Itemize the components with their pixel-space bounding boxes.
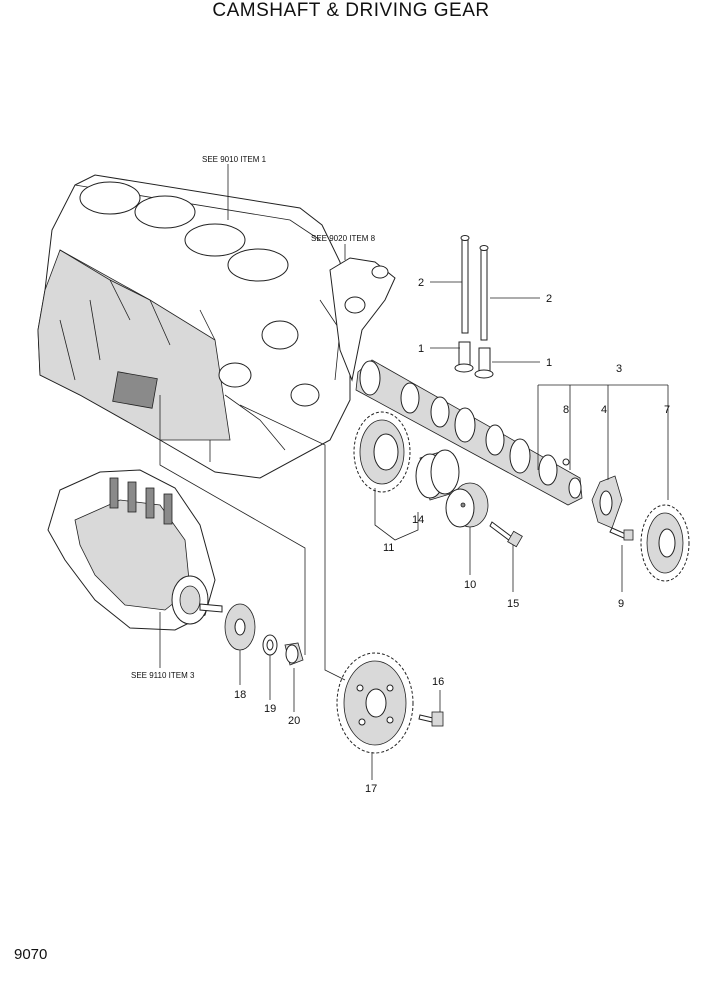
camshaft[interactable] bbox=[355, 359, 583, 506]
drive-flange[interactable] bbox=[224, 603, 256, 651]
callout-9-bolt[interactable]: 9 bbox=[618, 598, 624, 610]
nut[interactable] bbox=[284, 642, 304, 666]
callout-1-tappet-left[interactable]: 1 bbox=[418, 343, 424, 355]
idle-gear-shaft[interactable] bbox=[445, 482, 489, 528]
bolt-15[interactable] bbox=[489, 521, 523, 548]
idle-gear[interactable] bbox=[353, 411, 411, 493]
camshaft-gear[interactable] bbox=[640, 504, 690, 582]
gear-case-cover bbox=[329, 257, 396, 382]
leader-lines bbox=[159, 164, 669, 780]
callout-3-camshaft-assy[interactable]: 3 bbox=[616, 363, 622, 375]
callout-15-bolt[interactable]: 15 bbox=[507, 598, 519, 610]
callout-17-drive-gear[interactable]: 17 bbox=[365, 783, 377, 795]
cylinder-block bbox=[37, 174, 351, 479]
fuel-pump-drive-gear[interactable] bbox=[336, 652, 414, 754]
callout-14-bushing[interactable]: 14 bbox=[412, 514, 424, 526]
callout-7-camshaft-gear[interactable]: 7 bbox=[664, 404, 670, 416]
ref-9110-note: SEE 9110 ITEM 3 bbox=[131, 671, 195, 680]
push-rod-left[interactable] bbox=[460, 235, 470, 334]
callout-11-idle-gear[interactable]: 11 bbox=[383, 542, 394, 554]
callout-4-thrust-plate[interactable]: 4 bbox=[601, 404, 607, 416]
page-title: CAMSHAFT & DRIVING GEAR bbox=[212, 0, 490, 21]
lock-washer[interactable] bbox=[262, 634, 278, 656]
tappet-right[interactable] bbox=[474, 347, 494, 379]
ref-9010-note: SEE 9010 ITEM 1 bbox=[202, 155, 267, 164]
fuel-injection-pump bbox=[47, 469, 223, 631]
thrust-plate[interactable] bbox=[591, 475, 623, 529]
tappet-left[interactable] bbox=[454, 341, 474, 373]
callout-18-flange[interactable]: 18 bbox=[234, 689, 246, 701]
callout-2-push-rod-left[interactable]: 2 bbox=[418, 277, 424, 289]
idle-gear-bushing[interactable] bbox=[415, 449, 460, 501]
callout-8[interactable]: 8 bbox=[563, 404, 569, 416]
bolt-16[interactable] bbox=[418, 711, 444, 727]
callout-16-bolt[interactable]: 16 bbox=[432, 676, 444, 688]
callout-2-push-rod-right[interactable]: 2 bbox=[546, 293, 552, 305]
callout-10-idle-shaft[interactable]: 10 bbox=[464, 579, 476, 591]
assembly-lines bbox=[159, 395, 346, 681]
callout-20-nut[interactable]: 20 bbox=[288, 715, 300, 727]
bolt-9[interactable] bbox=[609, 527, 634, 541]
callout-19-washer[interactable]: 19 bbox=[264, 703, 276, 715]
push-rod-right[interactable] bbox=[479, 245, 489, 341]
page-number: 9070 bbox=[14, 946, 48, 963]
callout-1-tappet-right[interactable]: 1 bbox=[546, 357, 552, 369]
ref-9020-note: SEE 9020 ITEM 8 bbox=[311, 234, 376, 243]
